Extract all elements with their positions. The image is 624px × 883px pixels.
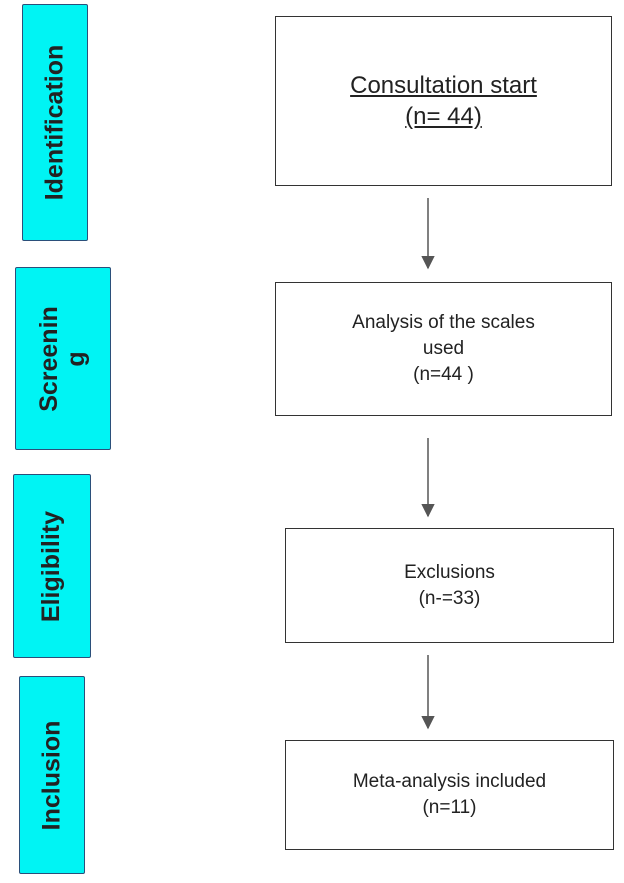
box-consultation-start-count: (n= 44) (405, 103, 482, 130)
box-meta-analysis-included-count: (n=11) (422, 797, 477, 818)
box-consultation-start: Consultation start (n= 44) (275, 16, 612, 186)
stage-identification: Identification (22, 4, 88, 241)
stage-eligibility: Eligibility (13, 474, 91, 658)
box-analysis-of-scales-title: Analysis of the scales (352, 312, 535, 333)
box-exclusions: Exclusions (n-=33) (285, 528, 614, 643)
box-analysis-of-scales-count: (n=44 ) (413, 364, 474, 385)
box-analysis-of-scales: Analysis of the scales used (n=44 ) (275, 282, 612, 416)
box-meta-analysis-included: Meta-analysis included (n=11) (285, 740, 614, 850)
stage-screening: Screenin g (15, 267, 111, 450)
stage-inclusion: Inclusion (19, 676, 85, 874)
box-exclusions-count: (n-=33) (418, 587, 481, 609)
box-meta-analysis-included-title: Meta-analysis included (352, 771, 547, 792)
box-analysis-of-scales-title-cont: used (422, 338, 465, 359)
box-exclusions-title: Exclusions (404, 561, 495, 583)
box-consultation-start-title: Consultation start (350, 72, 537, 99)
